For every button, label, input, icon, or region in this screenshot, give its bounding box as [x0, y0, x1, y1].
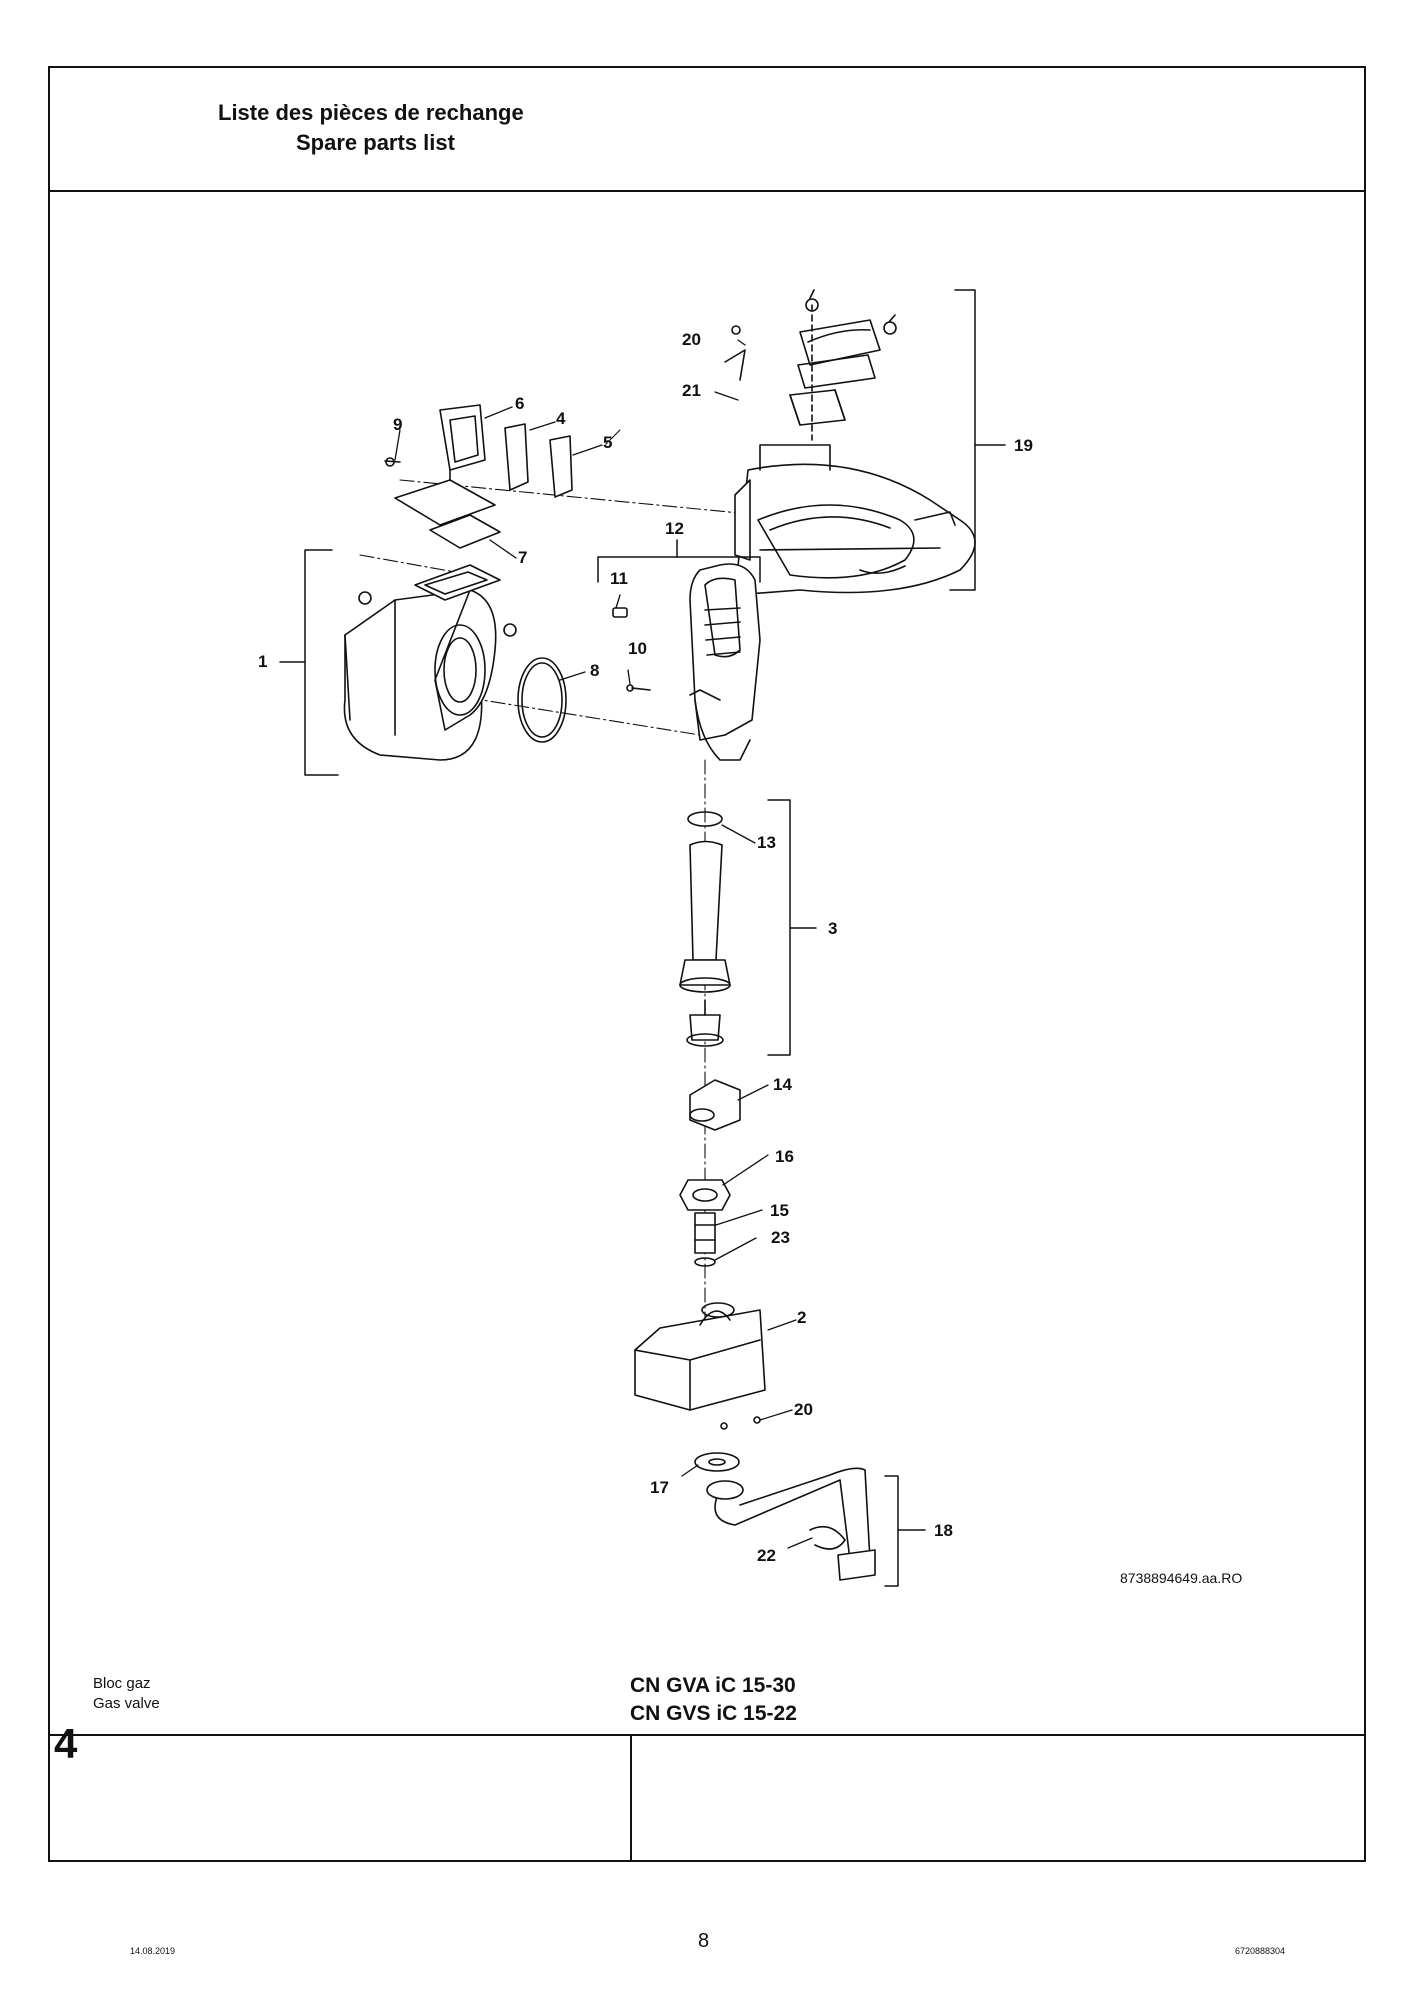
callout-17: 17 — [650, 1478, 669, 1497]
part-14-drawing — [689, 1079, 741, 1131]
title-english: Spare parts list — [296, 130, 455, 155]
callout-labels: 1 2 3 4 5 6 7 8 9 10 11 12 13 14 15 16 1… — [258, 330, 1242, 1586]
part-16-drawing — [679, 1179, 731, 1211]
callout-8: 8 — [590, 661, 599, 680]
callout-5: 5 — [603, 433, 612, 452]
title-french: Liste des pièces de rechange — [218, 100, 524, 125]
part-20-bottom-screw — [720, 1422, 728, 1430]
part-2-drawing — [634, 1302, 766, 1411]
callout-1: 1 — [258, 652, 267, 671]
part-1-drawing — [343, 564, 517, 761]
callout-4: 4 — [556, 409, 566, 428]
page-number: 8 — [698, 1930, 710, 1952]
callout-2: 2 — [797, 1308, 806, 1327]
callout-9: 9 — [393, 415, 402, 434]
callout-7: 7 — [518, 548, 527, 567]
print-date: 14.08.2019 — [130, 1946, 176, 1956]
footer-column-divider — [630, 1734, 632, 1862]
leader-lines — [394, 339, 813, 1549]
callout-20-bottom: 20 — [794, 1400, 813, 1419]
part-8-drawing — [517, 657, 567, 743]
part-18-drawing — [706, 1467, 876, 1581]
callout-14: 14 — [773, 1075, 792, 1094]
callout-18: 18 — [934, 1521, 953, 1540]
part-12-drawing — [612, 563, 761, 761]
callout-20-top: 20 — [682, 330, 701, 349]
document-code: 6720888304 — [1235, 1946, 1286, 1956]
group-brackets — [279, 289, 1006, 1587]
page-frame: Liste des pièces de rechange Spare parts… — [48, 66, 1366, 1862]
diagram-reference-code: 8738894649.aa.RO — [1120, 1570, 1242, 1586]
callout-21: 21 — [682, 381, 701, 400]
part-3-drawing — [679, 811, 731, 1047]
callout-16: 16 — [775, 1147, 794, 1166]
footer-divider — [50, 1734, 1364, 1736]
callout-19: 19 — [1014, 436, 1033, 455]
part-22-drawing — [809, 1525, 846, 1550]
part-17-drawing — [694, 1452, 740, 1472]
callout-6: 6 — [515, 394, 524, 413]
part-23-drawing — [694, 1257, 716, 1267]
callout-12: 12 — [665, 519, 684, 538]
callout-23: 23 — [771, 1228, 790, 1247]
part-15-drawing — [694, 1212, 716, 1254]
callout-13: 13 — [757, 833, 776, 852]
callout-15: 15 — [770, 1201, 789, 1220]
parts-4-5-6-7-9-drawing — [384, 404, 573, 549]
callout-22: 22 — [757, 1546, 776, 1565]
header-divider — [50, 190, 1364, 192]
callout-3: 3 — [828, 919, 837, 938]
callout-11: 11 — [610, 569, 628, 588]
part-19-drawing — [724, 289, 976, 596]
callout-10: 10 — [628, 639, 647, 658]
